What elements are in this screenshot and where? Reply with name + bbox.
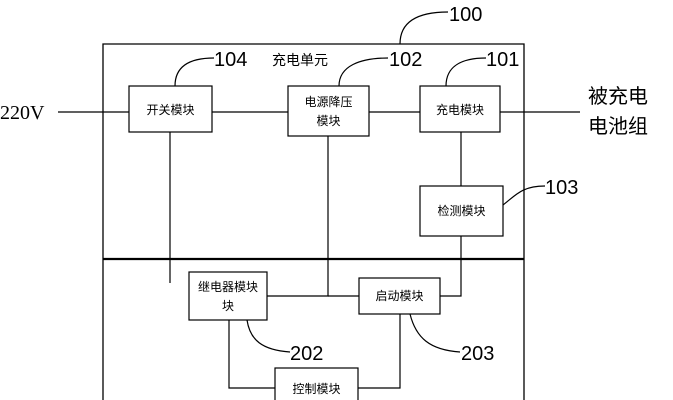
leader-203 — [409, 313, 461, 353]
leader-101 — [445, 57, 487, 87]
battery-label-line1: 被充电 — [588, 84, 648, 108]
detection-module-label: 检测模块 — [437, 203, 485, 218]
ref-203: 203 — [461, 343, 494, 365]
leader-104 — [174, 57, 215, 87]
leader-103 — [502, 185, 546, 206]
power-step-down-module: 电源降压 模块 — [287, 85, 370, 137]
charging-unit-title: 充电单元 — [272, 53, 328, 69]
outer-frame — [102, 43, 525, 400]
ref-102: 102 — [389, 49, 422, 71]
detection-module: 检测模块 — [419, 185, 504, 237]
battery-label-line2: 电池组 — [588, 114, 648, 138]
relay-module: 继电器模块 块 — [188, 271, 268, 321]
leader-202 — [246, 319, 291, 353]
startup-module-label: 启动模块 — [375, 289, 423, 303]
control-module: 控制模块 — [274, 367, 359, 400]
ref-202: 202 — [290, 343, 323, 365]
ref-103: 103 — [545, 177, 578, 199]
leader-100 — [399, 11, 449, 45]
step-down-to-relay-wire — [267, 136, 329, 297]
input-voltage-label: 220V — [0, 102, 45, 124]
charging-module: 充电模块 — [419, 85, 501, 133]
relay-module-label-line2: 块 — [222, 299, 234, 313]
switch-module: 开关模块 — [128, 85, 213, 133]
power-step-down-label-line2: 模块 — [316, 114, 340, 128]
control-module-label: 控制模块 — [292, 382, 340, 396]
relay-module-label-line1: 继电器模块 — [198, 280, 258, 294]
power-step-down-label-line1: 电源降压 — [304, 95, 352, 109]
relay-to-control-wire — [228, 320, 275, 389]
startup-to-control-wire — [358, 314, 401, 389]
detection-to-startup-wire — [440, 236, 462, 297]
ref-101: 101 — [486, 49, 519, 71]
switch-module-label: 开关模块 — [146, 103, 194, 117]
leader-102 — [338, 57, 389, 87]
ref-104: 104 — [214, 49, 247, 71]
startup-module: 启动模块 — [358, 277, 441, 315]
ref-100: 100 — [449, 4, 482, 26]
charging-module-label: 充电模块 — [436, 102, 484, 117]
